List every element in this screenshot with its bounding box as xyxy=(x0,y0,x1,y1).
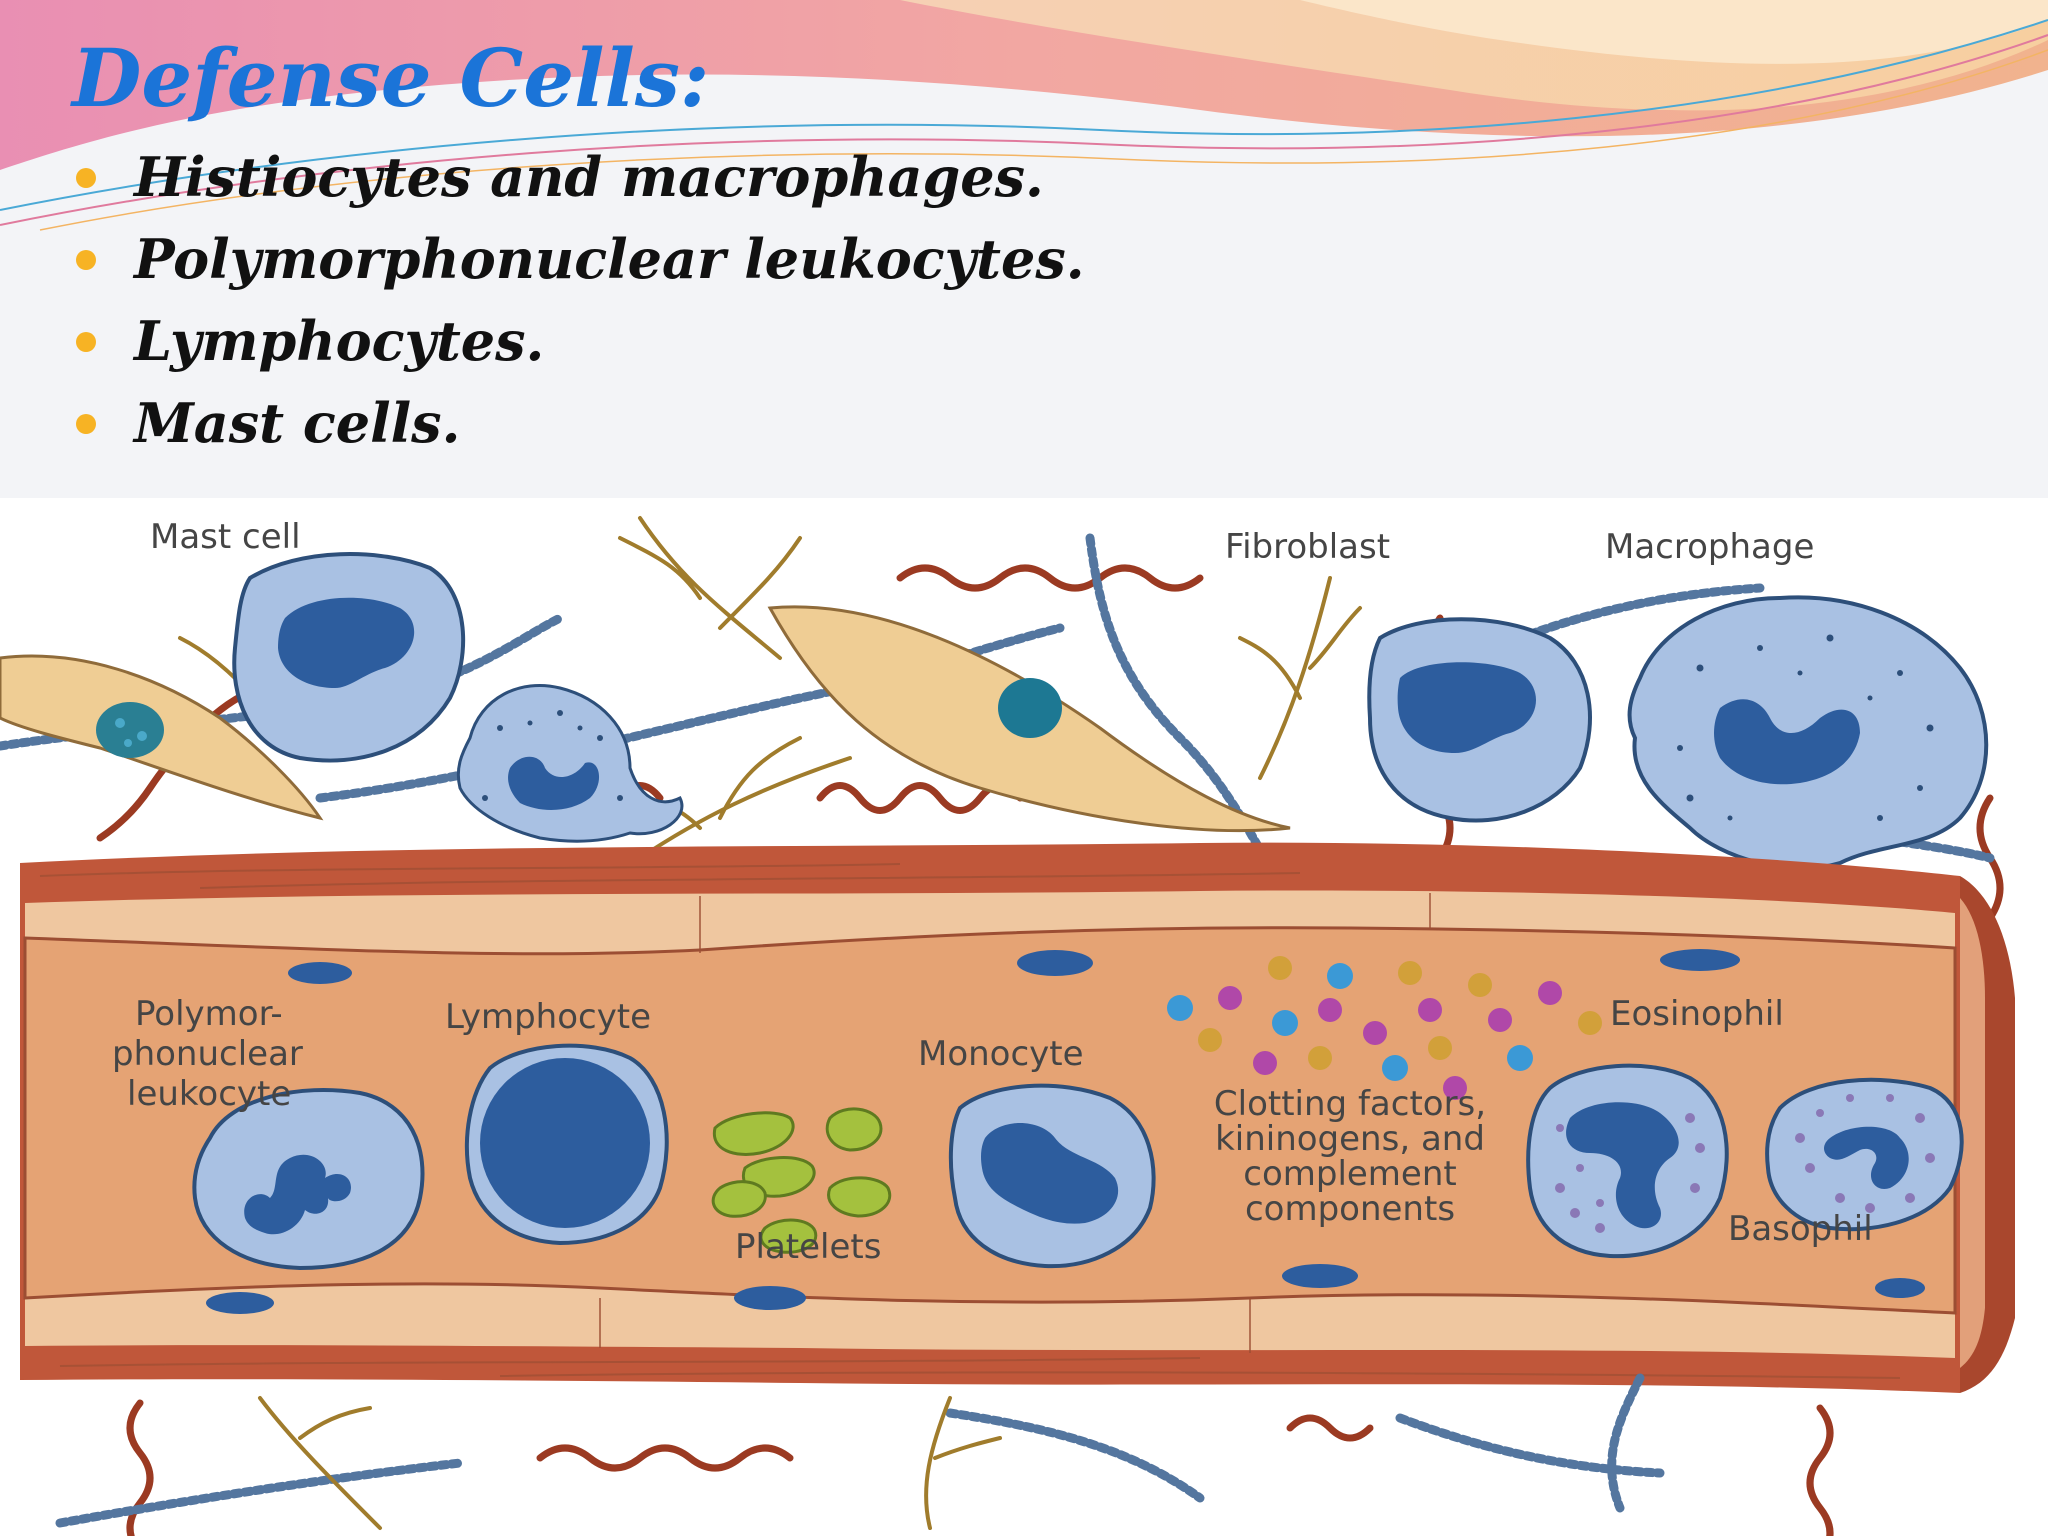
bullet-list: Histiocytes and macrophages. Polymorphon… xyxy=(74,136,1085,464)
bullet-text: Histiocytes and macrophages. xyxy=(134,145,1044,209)
lymphocyte xyxy=(464,1043,669,1246)
bullet-dot-icon xyxy=(76,250,96,270)
label-clotting-line2: kininogens, and xyxy=(1215,1119,1485,1159)
label-clotting-line1: Clotting factors, xyxy=(1214,1084,1486,1124)
mast-cell xyxy=(0,654,324,821)
macrophage xyxy=(1627,595,1989,871)
label-lymphocyte: Lymphocyte xyxy=(445,997,651,1037)
bullet-dot-icon xyxy=(76,168,96,188)
basophil xyxy=(1765,1077,1964,1232)
bullet-item: Lymphocytes. xyxy=(74,300,1085,382)
bullet-dot-icon xyxy=(76,332,96,352)
label-pmn-line3: leukocyte xyxy=(127,1074,291,1114)
fibroblast xyxy=(767,605,1291,833)
platelets xyxy=(711,1107,892,1254)
clotting-factor-particles xyxy=(1167,956,1602,1100)
reticular-fibers-lower xyxy=(258,1396,1002,1530)
slide-title: Defense Cells: xyxy=(72,31,710,125)
label-fibroblast: Fibroblast xyxy=(1225,527,1390,567)
decorative-wave-banner xyxy=(0,0,2048,231)
label-macrophage: Macrophage xyxy=(1605,527,1814,567)
plasma-cell-upper xyxy=(1367,617,1592,823)
label-clotting-line4: components xyxy=(1245,1189,1455,1229)
endothelial-nuclei xyxy=(206,949,1925,1314)
monocyte xyxy=(948,1083,1156,1269)
bullet-text: Polymorphonuclear leukocytes. xyxy=(134,227,1085,291)
label-mast-cell: Mast cell xyxy=(150,517,301,557)
label-pmn-line1: Polymor- xyxy=(135,994,283,1034)
label-monocyte: Monocyte xyxy=(918,1034,1084,1074)
label-pmn-line2: phonuclear xyxy=(112,1034,303,1074)
elastic-fibers-lower xyxy=(55,1373,1665,1528)
bullet-text: Mast cells. xyxy=(134,391,461,455)
connective-tissue-figure: Mast cell Fibroblast xyxy=(0,498,2048,1536)
bullet-text: Lymphocytes. xyxy=(134,309,545,373)
lymphoid-cell-upper xyxy=(232,552,466,763)
label-eosinophil: Eosinophil xyxy=(1610,994,1784,1034)
reticular-fibers-upper xyxy=(178,516,1362,860)
bullet-item: Histiocytes and macrophages. xyxy=(74,136,1085,218)
label-clotting-line3: complement xyxy=(1243,1154,1456,1194)
polymorphonuclear-leukocyte xyxy=(192,1088,425,1271)
label-basophil: Basophil xyxy=(1728,1209,1873,1249)
bullet-item: Polymorphonuclear leukocytes. xyxy=(74,218,1085,300)
figure-illustration: Mast cell Fibroblast xyxy=(0,516,2015,1536)
bullet-dot-icon xyxy=(76,414,96,434)
granular-cell-upper xyxy=(456,683,684,843)
eosinophil xyxy=(1526,1063,1729,1259)
bullet-item: Mast cells. xyxy=(74,382,1085,464)
label-platelets: Platelets xyxy=(735,1227,881,1267)
collagen-fibers-lower xyxy=(126,1399,1834,1536)
